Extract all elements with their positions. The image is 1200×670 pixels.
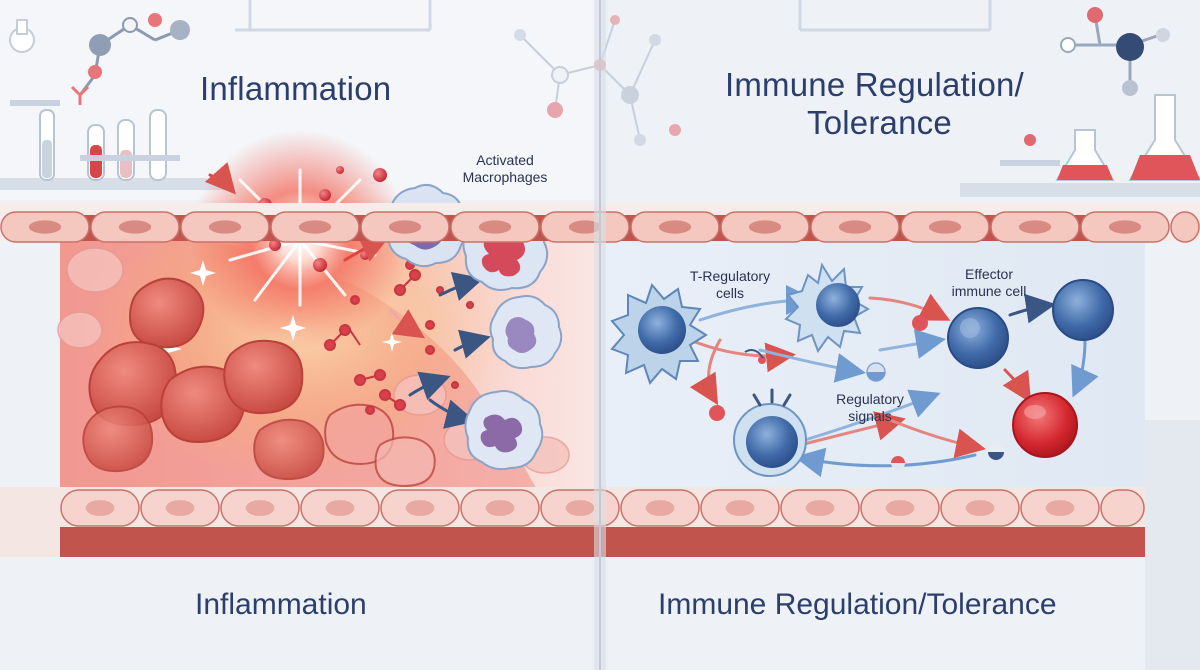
endothelial-nucleus (388, 220, 422, 234)
endothelial-nucleus (965, 500, 995, 516)
endothelial-nucleus (245, 500, 275, 516)
right-panel-title-line2: Tolerance (807, 104, 952, 141)
endothelial-nucleus (568, 220, 602, 234)
endothelial-nucleus (298, 220, 332, 234)
endothelial-nucleus (325, 500, 355, 516)
endothelial-nucleus (118, 220, 152, 234)
endothelial-nucleus (485, 500, 515, 516)
t-regulatory-cell (610, 283, 708, 385)
endothelial-nucleus (28, 220, 62, 234)
regulatory-signals-label: Regulatory signals (820, 391, 920, 425)
endothelial-nucleus (1108, 220, 1142, 234)
endothelial-cell (1170, 211, 1200, 243)
macrophage-cell (464, 390, 544, 471)
right-panel-caption: Immune Regulation/Tolerance (658, 588, 1057, 621)
endothelial-nucleus (885, 500, 915, 516)
label-line: signals (848, 408, 892, 424)
t-regulatory-cell (784, 262, 871, 354)
cytokine-molecules (324, 251, 484, 415)
endothelial-nucleus (85, 500, 115, 516)
endothelial-nucleus (165, 500, 195, 516)
t-regulatory-cells-label: T-Regulatory cells (680, 268, 780, 302)
t-regulatory-cell (733, 388, 807, 477)
endothelial-nucleus (208, 220, 242, 234)
damaged-cell-clumps (82, 277, 436, 488)
label-line: immune cell (951, 283, 1027, 299)
lab-bench-left-icon (0, 19, 230, 190)
ceiling-lamp-icons (235, 0, 992, 32)
label-line: T-Regulatory (689, 268, 771, 284)
endothelial-nucleus (838, 220, 872, 234)
effector-immune-cell (947, 307, 1009, 369)
molecule-icons-center (514, 15, 681, 146)
label-line: Macrophages (462, 169, 548, 185)
signal-molecules (709, 315, 1004, 470)
endothelial-nucleus (805, 500, 835, 516)
label-line: Activated (476, 152, 534, 168)
lab-wall-right (1145, 420, 1200, 670)
endothelial-nucleus (1018, 220, 1052, 234)
molecule-icons-left (70, 13, 190, 105)
left-panel-caption: Inflammation (195, 588, 367, 621)
endothelial-nucleus (565, 500, 595, 516)
lab-bench-right-icon (960, 94, 1200, 197)
activated-effector-cell (1012, 392, 1078, 458)
endothelial-nucleus (1045, 500, 1075, 516)
regulation-panel (600, 240, 1145, 495)
label-line: Regulatory (836, 391, 904, 407)
right-panel-title-line1: Immune Regulation/ (725, 66, 1024, 103)
molecule-icons-right (1060, 7, 1170, 96)
endothelial-nucleus (725, 500, 755, 516)
macrophage-cell (489, 295, 563, 370)
endothelial-nucleus (645, 500, 675, 516)
label-line: cells (715, 285, 744, 301)
effector-immune-cell-label: Effector immune cell (944, 266, 1034, 300)
endothelial-nucleus (405, 500, 435, 516)
left-panel-title: Inflammation (200, 70, 392, 107)
label-line: Effector (965, 266, 1013, 282)
endothelial-nucleus (658, 220, 692, 234)
endothelial-nucleus (928, 220, 962, 234)
activated-macrophages-label: Activated Macrophages (445, 152, 565, 186)
endothelial-nucleus (748, 220, 782, 234)
effector-immune-cell (1052, 279, 1114, 341)
endothelial-nucleus (478, 220, 512, 234)
endothelial-cell (1100, 489, 1145, 527)
